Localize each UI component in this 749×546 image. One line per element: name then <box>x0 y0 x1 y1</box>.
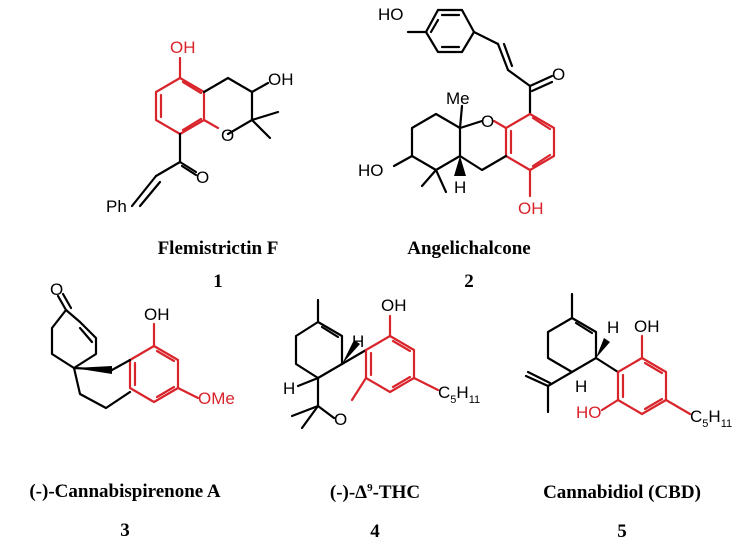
flem-o-ring-label: O <box>221 126 234 145</box>
structure-flemistrictin-f: OH OH O O Ph <box>106 38 294 216</box>
number-5: 5 <box>617 521 627 542</box>
caption-flemistrictin-f: Flemistrictin F <box>158 238 279 259</box>
caption-angelichalcone: Angelichalcone <box>407 238 531 259</box>
thc-oh-label: OH <box>381 296 407 315</box>
flem-o-carbonyl-label: O <box>196 168 209 187</box>
ang-oh-bottom-label: OH <box>518 199 544 218</box>
number-3: 3 <box>120 520 130 541</box>
cbd-h-left-label: H <box>575 377 587 396</box>
number-1: 1 <box>213 271 223 292</box>
caption-thc: (-)-Δ9-THC <box>330 482 420 503</box>
number-2: 2 <box>464 271 474 292</box>
thc-c5h11-label: C5H11 <box>438 383 480 406</box>
cbd-c5h11-label: C5H11 <box>690 407 732 430</box>
caption-cannabidiol: Cannabidiol (CBD) <box>543 482 701 503</box>
ang-h-label: H <box>454 178 466 197</box>
thc-h-left-label: H <box>283 379 295 398</box>
flem-ph-label: Ph <box>106 197 127 216</box>
number-4: 4 <box>370 521 380 542</box>
structure-angelichalcone: HO O Me O HO H OH <box>358 5 565 218</box>
structure-cannabidiol: H H OH HO C5H11 <box>524 292 732 430</box>
cbs-oh-label: OH <box>144 305 170 324</box>
structure-cannabispirenone-a: O OH OMe <box>50 280 235 410</box>
cbs-ome-label: OMe <box>198 389 235 408</box>
flem-oh-top-label: OH <box>170 38 196 57</box>
ang-ho-top-label: HO <box>378 5 404 24</box>
cbd-ho-bottom-label: HO <box>576 403 602 422</box>
thc-o-ring-label: O <box>334 410 347 429</box>
cbs-o-ketone-label: O <box>50 280 63 299</box>
ang-o-carbonyl-label: O <box>552 65 565 84</box>
caption-cannabispirenone-a: (-)-Cannabispirenone A <box>29 481 221 502</box>
ang-me-label: Me <box>446 89 470 108</box>
cbd-oh-top-label: OH <box>634 317 660 336</box>
ang-ho-left-label: HO <box>358 161 384 180</box>
structure-thc: H H OH O C5H11 <box>283 296 480 430</box>
cbd-h-top-label: H <box>607 318 619 337</box>
thc-h-top-label: H <box>352 332 364 351</box>
ang-o-ring-label: O <box>481 112 494 131</box>
flem-oh-ring-label: OH <box>268 70 294 89</box>
